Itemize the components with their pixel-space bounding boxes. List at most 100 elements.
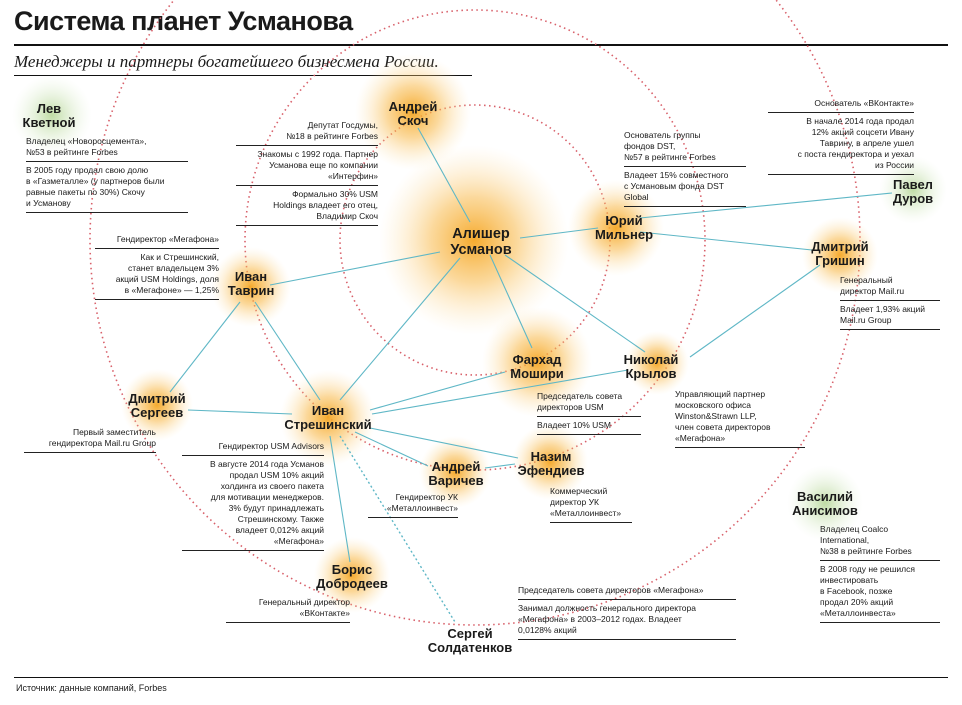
person-skoch: Андрей Скоч [388, 99, 438, 128]
footer-rule [14, 677, 948, 678]
note-streshinsky: Гендиректор USM Advisors В августе 2014 … [182, 441, 324, 551]
person-streshinsky: Иван Стрешинский [284, 403, 372, 432]
link-streshinsky-efendiev [369, 427, 519, 459]
glow-krylov [625, 331, 689, 395]
note-durov: Основатель «ВКонтакте» В начале 2014 год… [768, 98, 914, 175]
link-usmanov-skoch [417, 127, 471, 223]
link-sergeev-streshinsky [187, 409, 293, 415]
link-usmanov-milner [519, 227, 599, 239]
note-lev: Владелец «Новоросцемента», №53 в рейтинг… [26, 136, 188, 213]
link-tavrin-sergeev [169, 301, 241, 393]
person-sergeev: Дмитрий Сергеев [128, 391, 186, 420]
link-usmanov-streshinsky [339, 257, 461, 401]
note-anisimov: Владелец Coalco International, №38 в рей… [820, 524, 940, 623]
glow-sergeev [121, 369, 193, 441]
note-skoch: Депутат Госдумы, №18 в рейтинге Forbes З… [236, 120, 378, 226]
glow-skoch [355, 54, 471, 170]
note-sergeev-line: Первый заместитель гендиректора Mail.ru … [24, 427, 156, 453]
note-milner-line: Основатель группы фондов DST, №57 в рейт… [624, 130, 746, 167]
link-varichev-efendiev [484, 463, 516, 469]
glow-efendiev [512, 424, 588, 500]
link-streshinsky-dobrodeev [329, 435, 351, 563]
link-streshinsky-krylov [371, 369, 629, 415]
note-tavrin: Гендиректор «Мегафона» Как и Стрешинский… [95, 234, 219, 300]
link-usmanov-tavrin [269, 251, 441, 286]
note-lev-line: Владелец «Новоросцемента», №53 в рейтинг… [26, 136, 188, 162]
note-skoch-line: Депутат Госдумы, №18 в рейтинге Forbes [236, 120, 378, 146]
note-tavrin-line: Гендиректор «Мегафона» [95, 234, 219, 249]
note-skoch-line: Формально 30% USM Holdings владеет его о… [236, 186, 378, 226]
note-krylov: Управляющий партнер московского офиса Wi… [675, 389, 805, 448]
person-moshiri: Фархад Мошири [510, 352, 564, 381]
note-dobrodeev-line: Генеральный директор «ВКонтакте» [226, 597, 350, 623]
note-soldatenkov-line: Занимал должность генерального директора… [518, 600, 736, 640]
note-streshinsky-line: Гендиректор USM Advisors [182, 441, 324, 456]
source-note: Источник: данные компаний, Forbes [16, 683, 167, 693]
links [169, 127, 893, 623]
note-milner: Основатель группы фондов DST, №57 в рейт… [624, 130, 746, 207]
glow-lev [12, 75, 92, 155]
note-durov-line: Основатель «ВКонтакте» [768, 98, 914, 113]
note-anisimov-line: Владелец Coalco International, №38 в рей… [820, 524, 940, 561]
note-varichev-line: Гендиректор УК «Металлоинвест» [368, 492, 458, 518]
note-grishin-line: Владеет 1,93% акций Mail.ru Group [840, 301, 940, 330]
link-streshinsky-varichev [354, 431, 429, 467]
note-anisimov-line: В 2008 году не решился инвестировать в F… [820, 561, 940, 623]
page-title: Система планет Усманова [14, 6, 353, 36]
person-soldatenkov: Сергей Солдатенков [427, 626, 513, 655]
glow-streshinsky [280, 370, 376, 466]
note-moshiri-line: Председатель совета директоров USM [537, 391, 641, 417]
title-rule [14, 44, 948, 46]
note-grishin: Генеральный директор Mail.ru Владеет 1,9… [840, 275, 940, 330]
link-streshinsky-moshiri [369, 371, 506, 411]
link-streshinsky-soldatenkov [339, 435, 456, 623]
glow-dobrodeev [314, 537, 390, 613]
link-grishin-krylov [689, 264, 821, 358]
note-soldatenkov-line: Председатель совета директоров «Мегафона… [518, 585, 736, 600]
link-milner-grishin [639, 231, 813, 251]
person-grishin: Дмитрий Гришин [811, 239, 869, 268]
note-streshinsky-line: В августе 2014 года Усманов продал USM 1… [182, 456, 324, 551]
note-krylov-line: Управляющий партнер московского офиса Wi… [675, 389, 805, 448]
person-durov: Павел Дуров [892, 177, 934, 206]
note-soldatenkov: Председатель совета директоров «Мегафона… [518, 585, 736, 640]
note-moshiri-line: Владеет 10% USM [537, 417, 641, 435]
subtitle-rule [14, 75, 472, 76]
note-sergeev: Первый заместитель гендиректора Mail.ru … [24, 427, 156, 453]
note-moshiri: Председатель совета директоров USM Владе… [537, 391, 641, 435]
link-milner-durov [639, 192, 893, 219]
note-tavrin-line: Как и Стрешинский, станет владельцем 3% … [95, 249, 219, 300]
note-grishin-line: Генеральный директор Mail.ru [840, 275, 940, 301]
glow-usmanov [379, 145, 569, 335]
glow-tavrin [211, 247, 291, 327]
note-efendiev: Коммерческий директор УК «Металлоинвест» [550, 486, 632, 523]
note-durov-line: В начале 2014 года продал 12% акций соцс… [768, 113, 914, 175]
note-milner-line: Владеет 15% совместного с Усмановым фонд… [624, 167, 746, 207]
note-efendiev-line: Коммерческий директор УК «Металлоинвест» [550, 486, 632, 523]
person-krylov: Николай Крылов [623, 352, 679, 381]
person-usmanov: Алишер Усманов [450, 226, 512, 258]
glows [12, 54, 947, 613]
link-usmanov-krylov [504, 254, 646, 353]
note-skoch-line: Знакомы с 1992 года. Партнер Усманова ещ… [236, 146, 378, 186]
person-varichev: Андрей Варичев [428, 459, 484, 488]
person-milner: Юрий Мильнер [594, 213, 654, 242]
person-efendiev: Назим Эфендиев [517, 449, 585, 478]
link-tavrin-streshinsky [254, 301, 321, 401]
person-lev: Лев Кветной [22, 101, 76, 130]
note-dobrodeev: Генеральный директор «ВКонтакте» [226, 597, 350, 623]
glow-anisimov [787, 465, 863, 541]
note-lev-line: В 2005 году продал свою долю в «Газметал… [26, 162, 188, 213]
glow-moshiri [482, 307, 592, 417]
glow-grishin [802, 217, 878, 293]
note-varichev: Гендиректор УК «Металлоинвест» [368, 492, 458, 518]
link-usmanov-moshiri [489, 254, 533, 349]
glow-durov [879, 156, 947, 224]
page-subtitle: Менеджеры и партнеры богатейшего бизнесм… [14, 52, 439, 71]
glow-varichev [419, 436, 491, 508]
person-dobrodeev: Борис Добродеев [316, 562, 388, 591]
person-anisimov: Василий Анисимов [792, 489, 858, 518]
person-tavrin: Иван Таврин [227, 269, 275, 298]
glow-milner [568, 180, 664, 276]
